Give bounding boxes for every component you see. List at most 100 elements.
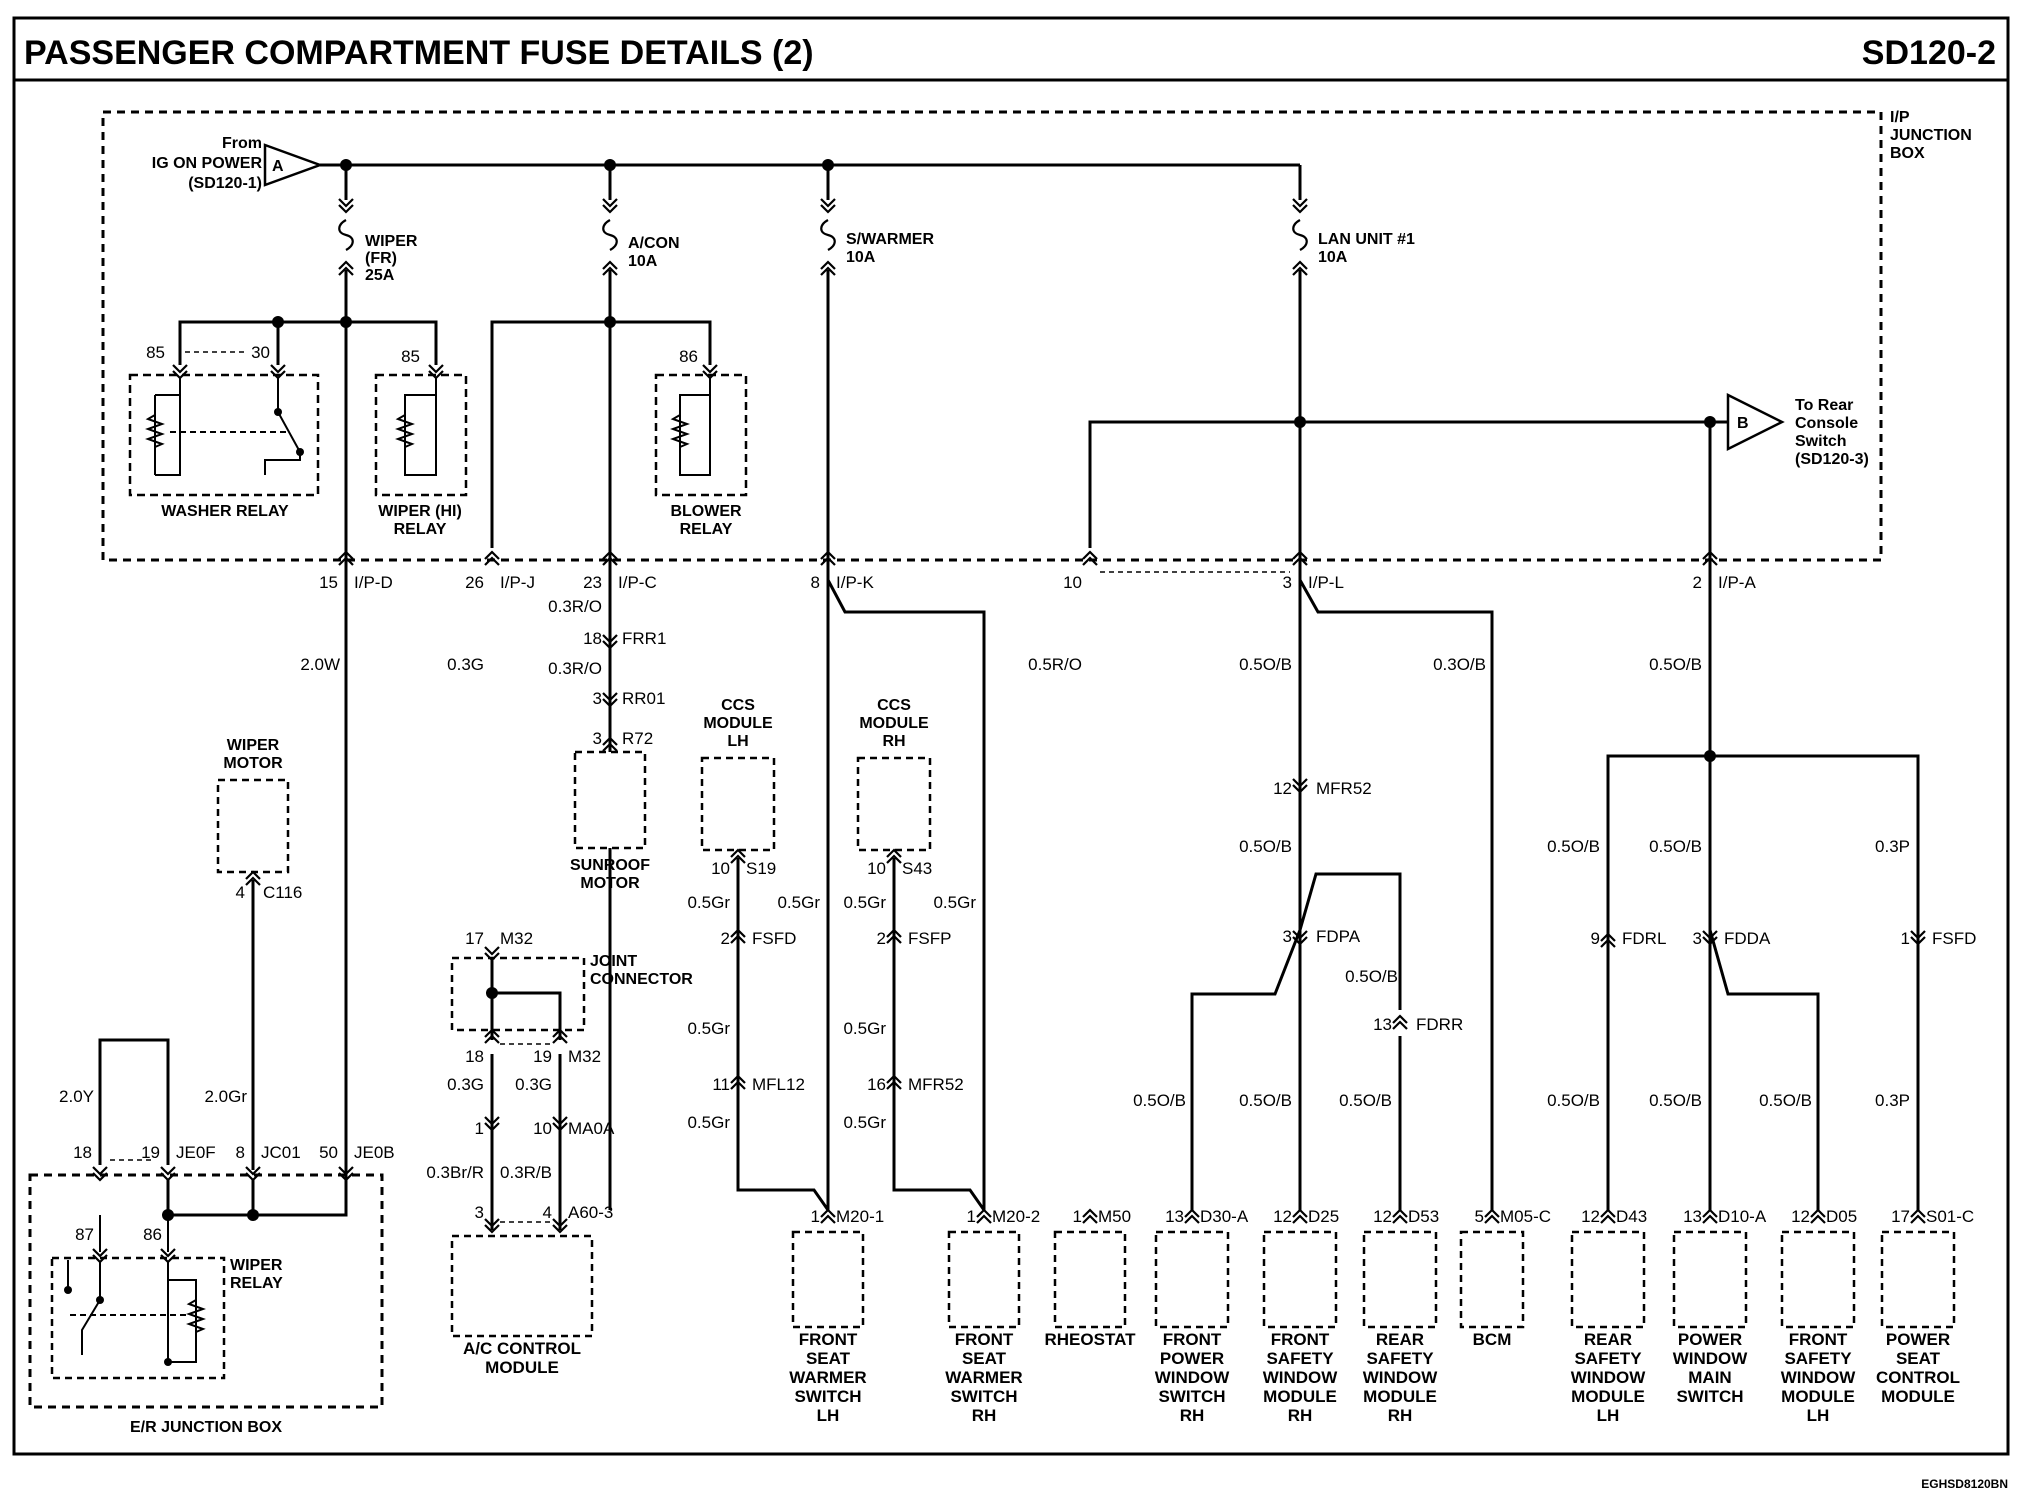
blower-relay-label: BLOWER (670, 503, 742, 520)
module-name: SWITCH (950, 1387, 1017, 1406)
module-connector: S01-C (1926, 1207, 1974, 1226)
module-connector-chevron (1391, 1208, 1409, 1225)
page-code: SD120-2 (1862, 34, 1996, 72)
module-name: SEAT (1896, 1349, 1941, 1368)
wire-color: 0.5O/B (1345, 967, 1398, 986)
relay-pin: 86 (679, 347, 698, 366)
module-connector: D30-A (1200, 1207, 1249, 1226)
inline-conn: FDPA (1316, 927, 1361, 946)
inline-pin: 50 (319, 1143, 338, 1162)
wire-color: 0.5Gr (687, 1019, 730, 1038)
module-name: WINDOW (1673, 1349, 1749, 1368)
ccs-lh-label: CCS (721, 697, 755, 714)
blower-relay-internals (679, 378, 711, 476)
module-name: WINDOW (1263, 1368, 1339, 1387)
wire-color: 0.3R/B (500, 1163, 552, 1182)
wire-color: 0.3O/B (1433, 655, 1486, 674)
ip-junction-box (101, 110, 1883, 562)
inline-pin: 19 (141, 1143, 160, 1162)
module-name: MODULE (1571, 1387, 1645, 1406)
module-pin: 1 (967, 1207, 976, 1226)
ac-control-module-label: A/C CONTROL (463, 1339, 581, 1358)
power-source-ref: (SD120-1) (188, 175, 262, 192)
inline-conn: MA0A (568, 1119, 615, 1138)
module-pin: 1 (811, 1207, 820, 1226)
inline-pin: 10 (867, 859, 886, 878)
inline-conn: FDDA (1724, 929, 1771, 948)
ip-conn: I/P-C (618, 573, 657, 592)
module-name: WARMER (945, 1368, 1022, 1387)
module-box (947, 1230, 1021, 1329)
connector-a-triangle (263, 143, 324, 187)
lan-branch-wires (1088, 420, 1712, 1210)
wiper-motor-label: WIPER (227, 737, 280, 754)
module-name: REAR (1584, 1330, 1632, 1349)
wiper-relay-label: RELAY (230, 1275, 283, 1292)
inline-pin: 3 (1693, 929, 1702, 948)
wire-color: 0.5O/B (1133, 1091, 1186, 1110)
ip-pin: 10 (1063, 573, 1082, 592)
module-connector: D05 (1826, 1207, 1857, 1226)
inline-conn: FRR1 (622, 629, 666, 648)
ip-pin: 23 (583, 573, 602, 592)
fuse-rating: 10A (846, 249, 876, 266)
inline-pin: 3 (593, 689, 602, 708)
er-junction-label: E/R JUNCTION BOX (130, 1419, 282, 1436)
washer-relay-label: WASHER RELAY (161, 503, 289, 520)
module-name: FRONT (1789, 1330, 1848, 1349)
ip-pin: 8 (811, 573, 820, 592)
wire-color: 0.3P (1875, 837, 1910, 856)
module-connector: M05-C (1500, 1207, 1551, 1226)
ac-control-module-label: MODULE (485, 1358, 559, 1377)
inline-pin: 3 (1283, 927, 1292, 946)
wire-color: 0.5Gr (843, 893, 886, 912)
module-connector-chevron (1599, 1208, 1617, 1225)
inline-conn: S43 (902, 859, 932, 878)
inline-conn: C116 (263, 883, 302, 902)
module-name: FRONT (955, 1330, 1014, 1349)
blower-relay-box (654, 373, 748, 497)
module-connector: D53 (1408, 1207, 1439, 1226)
inline-pin: 2 (721, 929, 730, 948)
module-box (791, 1230, 865, 1329)
module-pin: 12 (1791, 1207, 1810, 1226)
fuse-name: (FR) (365, 250, 397, 267)
fuse-swarmer (819, 165, 837, 1210)
power-source-label: IG ON POWER (152, 155, 263, 172)
wiper-hi-relay-box (374, 373, 468, 497)
module-name: WARMER (789, 1368, 866, 1387)
wire-color: 0.5Gr (843, 1019, 886, 1038)
ipa-wires (1606, 754, 1920, 1210)
inline-conn: FSFP (908, 929, 951, 948)
module-box (1262, 1230, 1338, 1329)
module-connector: D10-A (1718, 1207, 1767, 1226)
module-pin: 1 (1073, 1207, 1082, 1226)
inline-pin: 11 (712, 1075, 730, 1094)
joint-dot (486, 987, 498, 999)
fuse-rating: 10A (628, 253, 658, 270)
module-name: FRONT (1163, 1330, 1222, 1349)
ip-conn: I/P-A (1718, 573, 1756, 592)
wire-color: 0.5Gr (843, 1113, 886, 1132)
wire-color: 0.5O/B (1239, 655, 1292, 674)
module-connector: M20-1 (836, 1207, 884, 1226)
inline-pin: 8 (236, 1143, 245, 1162)
wire-color: 0.3R/O (548, 597, 602, 616)
inline-pin: 4 (236, 883, 245, 902)
module-name: SAFETY (1574, 1349, 1642, 1368)
module-name: FRONT (799, 1330, 858, 1349)
fuse-acon (601, 165, 619, 1210)
inline-pin: 9 (1591, 929, 1600, 948)
module-name: LH (1807, 1406, 1830, 1425)
wire-color: 0.5O/B (1339, 1091, 1392, 1110)
ip-pin: 26 (465, 573, 484, 592)
inline-pin: 17 (465, 929, 484, 948)
module-name: WINDOW (1781, 1368, 1857, 1387)
module-connector-chevron (1483, 1208, 1501, 1225)
fuse-name: WIPER (365, 233, 418, 250)
ccs-rh-label: CCS (877, 697, 911, 714)
